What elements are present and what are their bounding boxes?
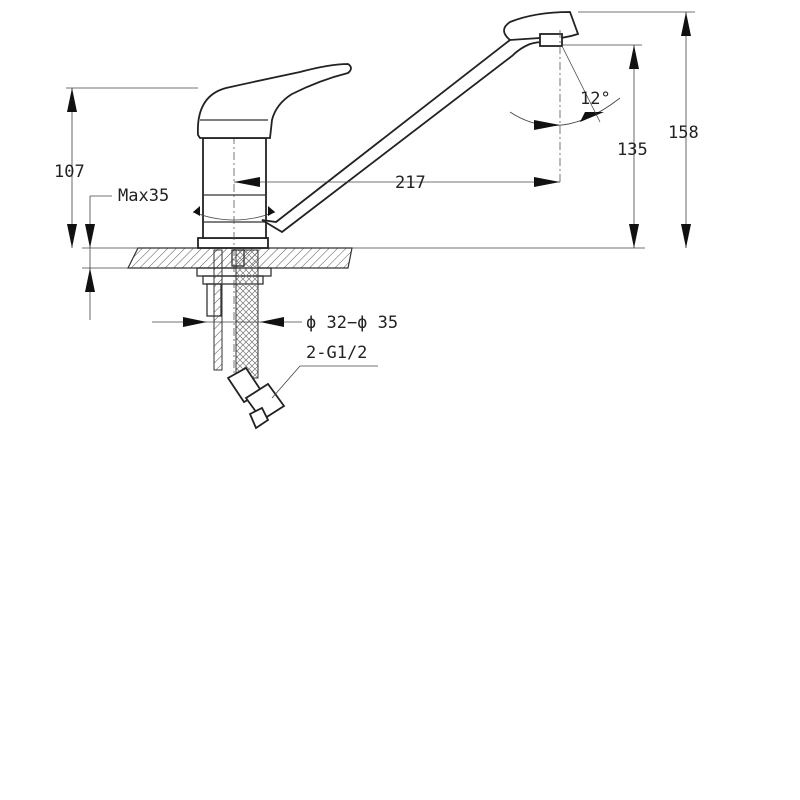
dim-12deg-label: 12° <box>580 89 611 109</box>
connection-label: 2-G1/2 <box>306 343 367 363</box>
dim-connection: 2-G1/2 <box>271 343 378 399</box>
dim-hole-diameter: ϕ 32−ϕ 35 <box>152 313 398 333</box>
dim-handle-height: 107 <box>54 87 198 248</box>
dim-135-label: 135 <box>617 140 648 160</box>
dim-107-label: 107 <box>54 162 85 182</box>
dim-max35-label: Max35 <box>118 186 169 206</box>
dim-max-thickness: Max35 <box>82 186 169 320</box>
dim-217-label: 217 <box>395 173 426 193</box>
dim-outlet-height: 135 <box>562 44 648 248</box>
countertop <box>127 247 645 269</box>
dim-158-label: 158 <box>668 123 699 143</box>
dim-spout-reach: 217 <box>234 173 560 193</box>
dim-total-height: 158 <box>578 11 699 248</box>
mounting-assembly <box>196 249 286 430</box>
faucet-body <box>192 88 276 380</box>
spout <box>261 11 580 234</box>
dim-swivel-angle: 12° <box>509 45 621 130</box>
lever-handle <box>197 63 352 139</box>
dim-phi-label: ϕ 32−ϕ 35 <box>306 313 398 333</box>
